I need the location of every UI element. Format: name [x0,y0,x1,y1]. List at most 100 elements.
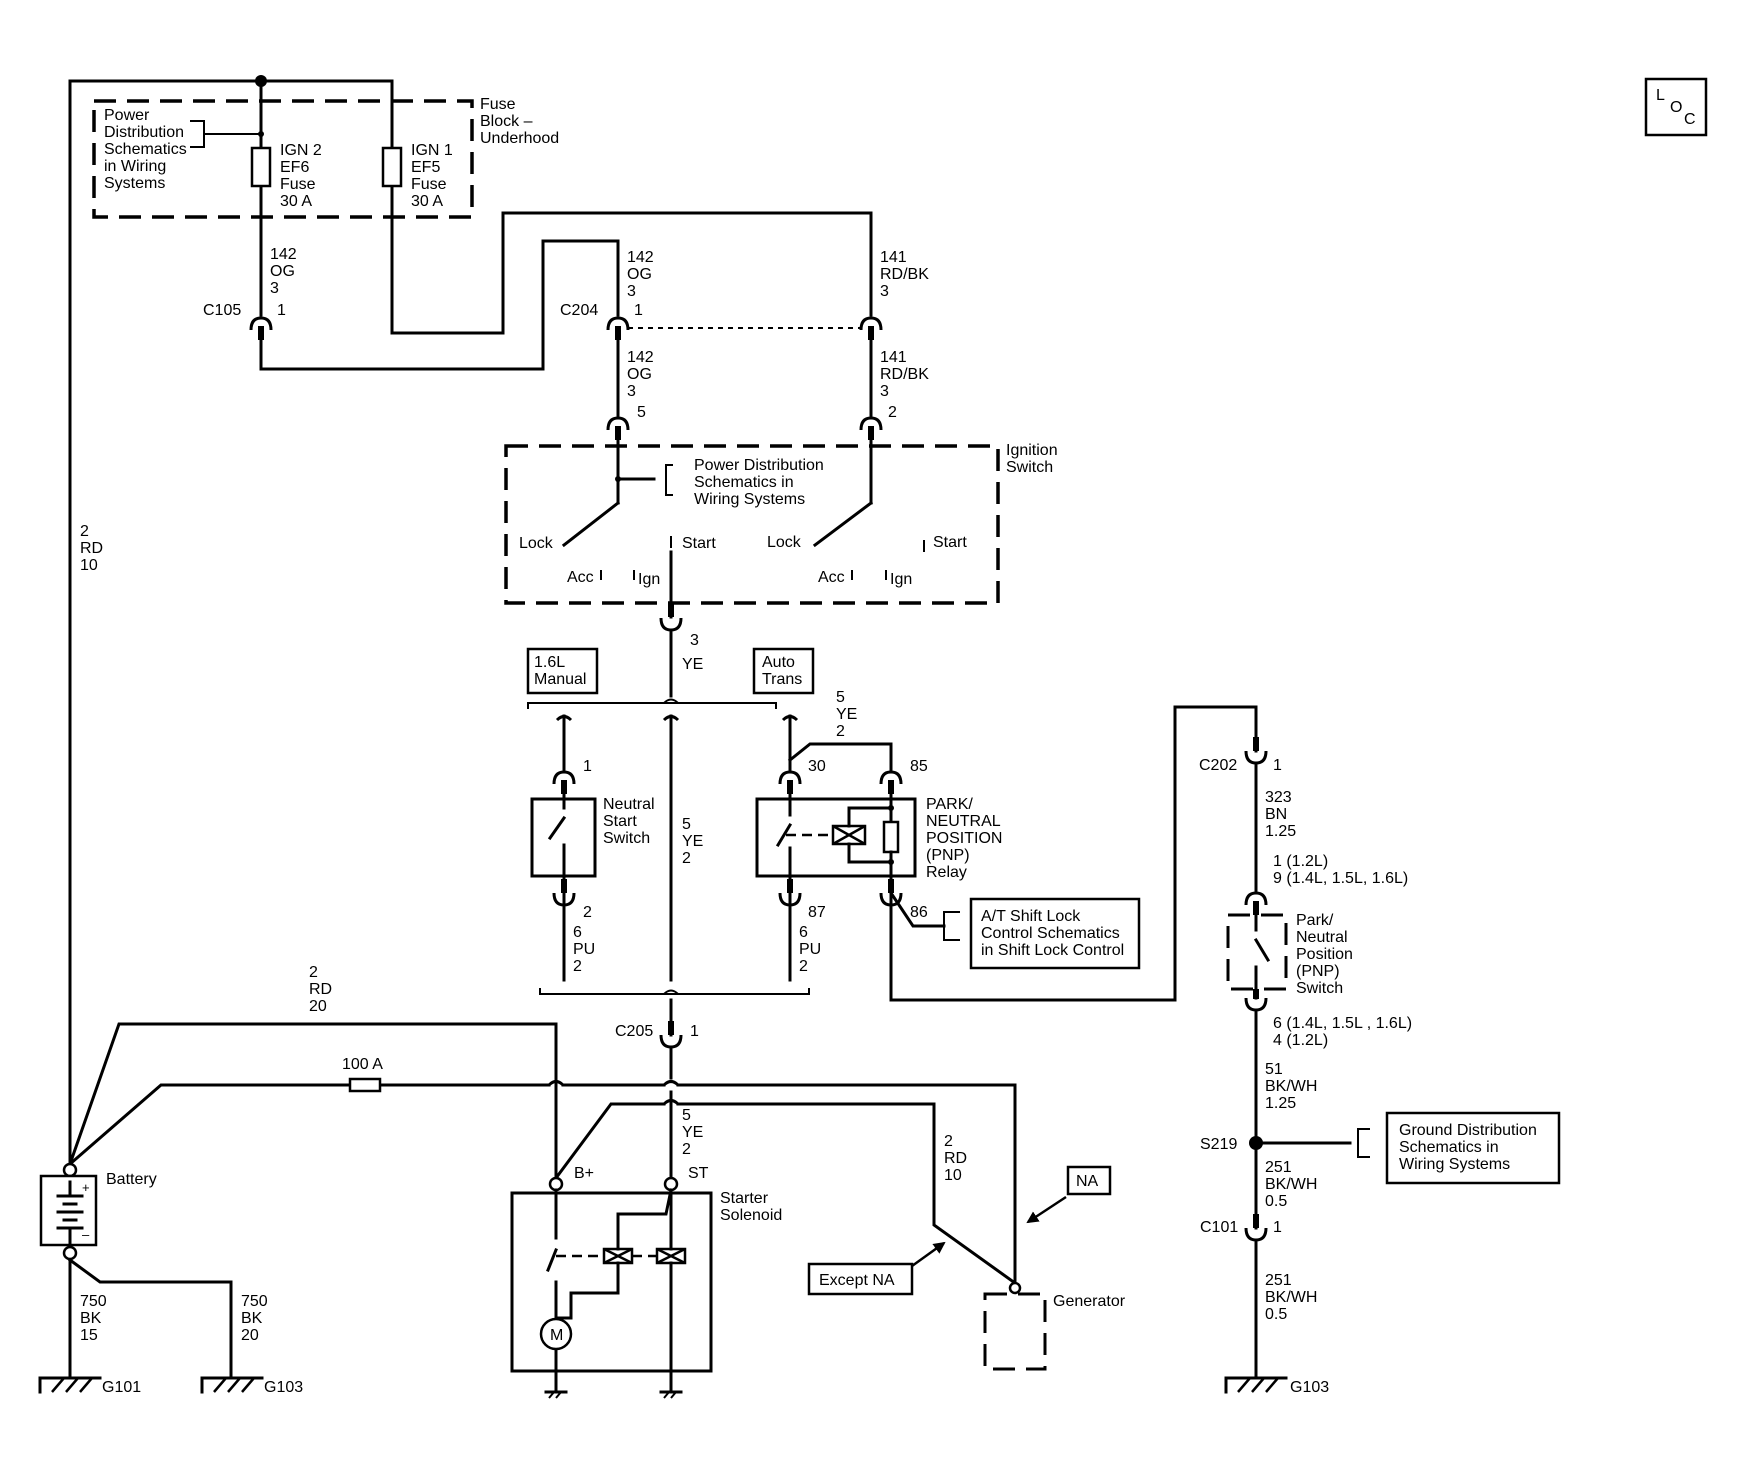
fuse-block-power-ref: Power Distribution Schematics in Wiring … [104,107,191,192]
g101-wire-label: 750 BK 15 [80,1293,111,1344]
fuse-ign2 [250,146,272,188]
tag-na [1066,1165,1112,1196]
neutral-switch-pin-2: 2 [583,904,592,921]
loc-letter-c: C [1684,111,1696,128]
loc-letter-o: O [1670,99,1682,116]
battery: + – Battery [39,1162,157,1261]
tag-na-text: NA [1076,1173,1099,1190]
ignition-pin-5: 5 [637,404,646,421]
ignition-right-acc: Acc [818,569,845,586]
battery-grounds: 750 BK 15 750 BK 20 G101 G103 [38,1293,303,1396]
s219-label: S219 [1200,1136,1237,1153]
fuse-ign2-label: IGN 2 EF6 Fuse 30 A [280,142,326,210]
center-wire-label: 5 YE 2 [682,816,708,867]
relay-pin-86: 86 [910,904,928,921]
pnp-relay: 30 85 87 86 PARK/ NEUTRAL POSITION (PNP)… [755,758,1007,975]
connector-c204-left [606,316,630,340]
g103-right-label: G103 [1290,1379,1329,1396]
tag-1-6l-manual [526,647,599,695]
starter-solenoid-label: Starter Solenoid [720,1190,782,1224]
c205-pin: 1 [690,1023,699,1040]
splice-dot [255,75,267,87]
relay-pin-30: 30 [808,758,826,775]
wire-142-top-label: 142 OG 3 [270,246,301,297]
starter-motor-label: M [550,1327,563,1344]
fusible-link-label: 100 A [342,1056,383,1073]
ignition-right-ign: Ign [890,571,912,588]
ignition-left-lock: Lock [519,535,554,552]
battery-minus: – [82,1227,90,1242]
fuse-block-label: Fuse Block – Underhood [480,96,559,147]
tag-auto-trans [752,647,815,695]
relay-feed-wire-label: 5 YE 2 [836,689,862,740]
ground-symbol-g101 [38,1376,102,1394]
shift-lock-reference: A/T Shift Lock Control Schematics in Shi… [943,897,1141,970]
starter-solenoid: B+ ST Starter Solenoid M [510,1165,782,1399]
ignition-left-acc: Acc [567,569,594,586]
battery-label: Battery [106,1171,157,1188]
connector-ign-pin5 [606,416,630,440]
ignition-output-wire: YE [682,656,703,673]
loc-letter-l: L [1656,87,1665,104]
neutral-start-switch: 1 Neutral Start Switch 2 6 PU 2 [530,758,659,975]
connector-ign-pin3 [659,603,683,632]
ignition-output: 3 YE 1.6L Manual Auto Trans 5 YE 2 [526,603,862,740]
connector-c205 [659,1021,683,1049]
generator-wire-label: 2 RD 10 [944,1133,972,1184]
solenoid-feed-wire-label: 5 YE 2 [682,1107,708,1158]
shift-lock-ref-text: A/T Shift Lock Control Schematics in Shi… [981,908,1124,959]
ignition-pin-2: 2 [888,404,897,421]
c205-name: C205 [615,1023,653,1040]
c105-name: C105 [203,302,241,319]
c204-pin: 1 [634,302,643,319]
starter-grounds [544,1390,683,1399]
ignition-switch-label: Ignition Switch [1006,442,1062,476]
wire-251-b-label: 251 BK/WH 0.5 [1265,1272,1322,1323]
neutral-switch-label: Neutral Start Switch [603,796,659,847]
tag-manual-text: 1.6L Manual [534,654,586,688]
fuse-ign1 [381,146,403,188]
c101-name: C101 [1200,1219,1238,1236]
ground-symbol-g103 [200,1376,264,1394]
c101-pin: 1 [1273,1219,1282,1236]
connector-symbols-upper [249,316,883,440]
ignition-output-pin: 3 [690,632,699,649]
connector-c101 [1244,1214,1268,1242]
pnp-switch-chain: C202 1 323 BN 1.25 1 (1.2L) 9 (1.4L, 1.5… [1199,737,1561,1396]
wire-251-a-label: 251 BK/WH 0.5 [1265,1159,1322,1210]
wire-141-lower-label: 141 RD/BK 3 [880,349,933,400]
fuse-block: Fuse Block – Underhood Power Distributio… [92,75,559,219]
pnp-switch-label: Park/ Neutral Position (PNP) Switch [1296,912,1357,997]
ground-ref-text: Ground Distribution Schematics in Wiring… [1399,1122,1541,1173]
ignition-left-start: Start [682,535,716,552]
c202-pin: 1 [1273,757,1282,774]
starter-st-label: ST [688,1165,709,1182]
battery-main-wire-label: 2 RD 10 [80,523,108,574]
g101-label: G101 [102,1379,141,1396]
ignition-switch: Ignition Switch 5 2 Power Distribution S… [504,404,1062,605]
relay-pin-87: 87 [808,904,826,921]
g103-wire-label: 750 BK 20 [241,1293,272,1344]
ignition-power-ref: Power Distribution Schematics in Wiring … [694,457,828,508]
connector-c202 [1244,737,1268,765]
neutral-switch-pin-1: 1 [583,758,592,775]
wire-142-c204-top-label: 142 OG 3 [627,249,658,300]
ignition-right-start: Start [933,534,967,551]
splice-s219 [1249,1136,1263,1150]
upper-labels: 142 OG 3 142 OG 3 141 RD/BK 3 C105 1 C20… [80,246,933,574]
wire-51-label: 51 BK/WH 1.25 [1265,1061,1322,1112]
pu-wire-left-label: 6 PU 2 [573,924,600,975]
fuse-ign1-label: IGN 1 EF5 Fuse 30 A [411,142,457,210]
c204-name: C204 [560,302,598,319]
ground-symbol-g103-right [1224,1376,1288,1394]
pnp-relay-label: PARK/ NEUTRAL POSITION (PNP) Relay [926,796,1007,881]
ignition-right-lock: Lock [767,534,802,551]
relay-pin-85: 85 [910,758,928,775]
g103-label: G103 [264,1379,303,1396]
pnp-switch-top-pins: 1 (1.2L) 9 (1.4L, 1.5L, 1.6L) [1273,853,1408,887]
pu-wire-right-label: 6 PU 2 [799,924,826,975]
tag-except-na [807,1262,914,1296]
pnp-switch-bottom-pins: 6 (1.4L, 1.5L , 1.6L) 4 (1.2L) [1273,1015,1417,1049]
wire-141-top-label: 141 RD/BK 3 [880,249,933,300]
tag-except-na-text: Except NA [819,1272,895,1289]
